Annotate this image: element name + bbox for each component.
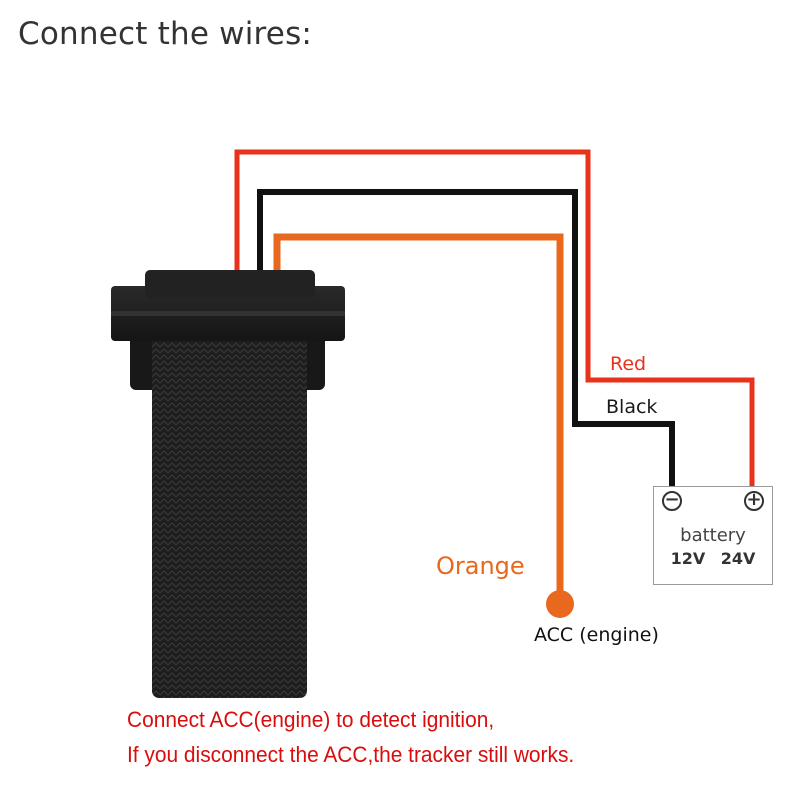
note-line-1: Connect ACC(engine) to detect ignition, bbox=[127, 707, 495, 732]
red-wire bbox=[234, 149, 755, 488]
battery-label: battery bbox=[680, 525, 746, 546]
negative-terminal-icon: − bbox=[662, 491, 682, 511]
note-line-2: If you disconnect the ACC,the tracker st… bbox=[127, 742, 575, 767]
acc-terminal-dot bbox=[546, 590, 574, 618]
black-wire bbox=[257, 189, 675, 488]
orange-wire bbox=[273, 233, 564, 600]
battery-voltage: 12V 24V bbox=[670, 549, 756, 568]
gps-tracker-device bbox=[111, 270, 345, 698]
page-title: Connect the wires: bbox=[18, 16, 313, 52]
orange-wire-label: Orange bbox=[436, 552, 525, 580]
black-wire-label: Black bbox=[606, 396, 658, 418]
acc-label: ACC (engine) bbox=[534, 624, 659, 646]
positive-terminal-icon: + bbox=[744, 491, 764, 511]
red-wire-label: Red bbox=[610, 353, 647, 375]
battery-box: − + battery 12V 24V bbox=[653, 486, 773, 585]
